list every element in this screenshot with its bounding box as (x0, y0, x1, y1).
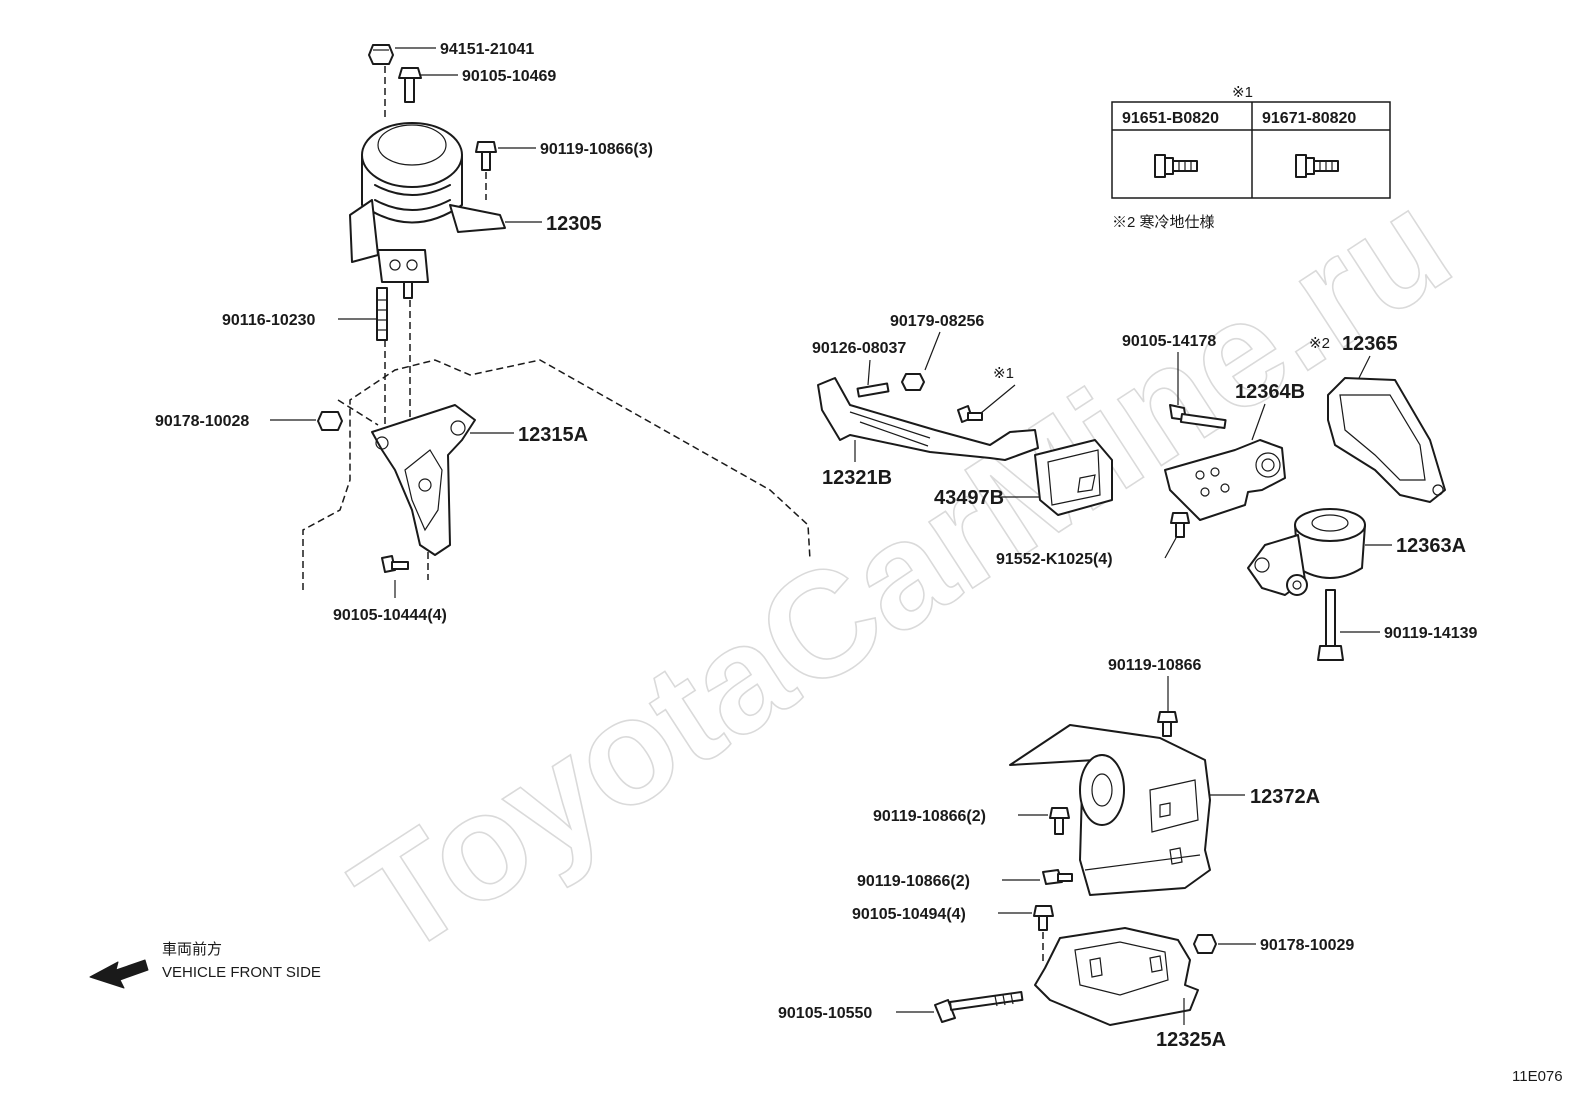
nut-icon (368, 44, 394, 65)
mount-bracket-12315A (371, 404, 476, 556)
label-90105-10444-4: 90105-10444(4) (333, 607, 447, 624)
label-90119-10866-2-upper: 90119-10866(2) (873, 808, 986, 825)
label-90105-14178: 90105-14178 (1122, 333, 1216, 350)
bracket-12325A (1034, 927, 1199, 1026)
label-12305: 12305 (546, 213, 602, 235)
label-90178-10029: 90178-10029 (1260, 937, 1354, 954)
label-91552-K1025-4: 91552-K1025(4) (996, 551, 1113, 568)
label-90178-10028: 90178-10028 (155, 413, 249, 430)
label-43497B: 43497B (934, 487, 1004, 509)
mount-bracket-12372A (1009, 724, 1211, 896)
nut-icon (901, 373, 925, 391)
label-94151-21041: 94151-21041 (440, 41, 534, 58)
bracket-12364B (1164, 439, 1286, 521)
label-90105-10550: 90105-10550 (778, 1005, 872, 1022)
bolt-icon (381, 555, 409, 573)
label-90119-10866-2-lower: 90119-10866(2) (857, 873, 970, 890)
label-12372A: 12372A (1250, 786, 1320, 808)
label-90179-08256: 90179-08256 (890, 313, 984, 330)
mount-block-43497B (1034, 439, 1113, 516)
engine-mount-12305 (349, 122, 506, 299)
table-col1-header: 91651-B0820 (1122, 110, 1219, 127)
cover-12365 (1327, 377, 1446, 503)
engine-mount-12363A (1247, 508, 1366, 596)
bolt-washer-icon (1154, 154, 1198, 178)
bolt-icon (1049, 807, 1070, 835)
bolt-icon (1157, 711, 1178, 737)
nut-icon (1193, 934, 1217, 954)
label-90119-14139: 90119-14139 (1384, 625, 1478, 642)
bracket-12321B (817, 377, 1039, 461)
bolt-washer-icon (1295, 154, 1339, 178)
label-12321B: 12321B (822, 467, 892, 489)
arrow-left-icon (89, 959, 149, 989)
label-90119-10866: 90119-10866 (1108, 657, 1202, 674)
nut-icon (317, 411, 343, 431)
label-12315A: 12315A (518, 424, 588, 446)
label-12364B: 12364B (1235, 381, 1305, 403)
bolt-icon (1033, 905, 1054, 931)
bolt-icon (1170, 512, 1190, 538)
label-90105-10469: 90105-10469 (462, 68, 556, 85)
direction-label-en: VEHICLE FRONT SIDE (162, 964, 321, 981)
label-12365: 12365 (1342, 333, 1398, 355)
bolt-icon (398, 67, 422, 103)
stud-icon (376, 287, 388, 341)
figure-code: 11E076 (1512, 1068, 1563, 1085)
bolt-icon (934, 990, 1024, 1023)
label-mark-2: ※2 (1309, 335, 1330, 352)
bolt-icon (475, 141, 497, 171)
table-note: ※2 寒冷地仕様 (1112, 213, 1215, 231)
table-col2-header: 91671-80820 (1262, 110, 1356, 127)
stud-icon (856, 382, 890, 398)
label-12325A: 12325A (1156, 1029, 1226, 1051)
bolt-icon (1042, 869, 1073, 885)
label-mark-1: ※1 (993, 365, 1014, 382)
label-90105-10494-4: 90105-10494(4) (852, 906, 966, 923)
bolt-icon (1317, 589, 1344, 661)
bolt-icon (957, 405, 983, 423)
direction-label-jp: 車両前方 (162, 941, 222, 958)
fastener-reference-table: ※1 91651-B0820 91671-80820 ※2 寒冷地仕様 (1111, 84, 1391, 231)
bolt-icon (1169, 404, 1227, 430)
label-90126-08037: 90126-08037 (812, 340, 906, 357)
label-90116-10230: 90116-10230 (222, 312, 316, 329)
table-marker: ※1 (1232, 84, 1253, 101)
label-90119-10866-3: 90119-10866(3) (540, 141, 653, 158)
label-12363A: 12363A (1396, 535, 1466, 557)
